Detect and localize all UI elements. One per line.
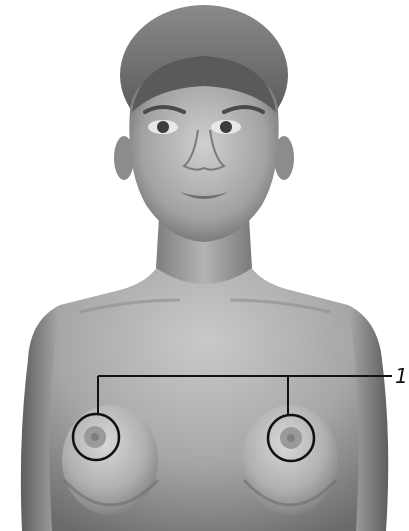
- right-nipple-center: [287, 434, 295, 442]
- left-nipple-center: [91, 433, 99, 441]
- left-breast: [62, 405, 158, 515]
- left-iris: [157, 121, 169, 133]
- right-iris: [220, 121, 232, 133]
- callout-label: 1: [395, 364, 408, 388]
